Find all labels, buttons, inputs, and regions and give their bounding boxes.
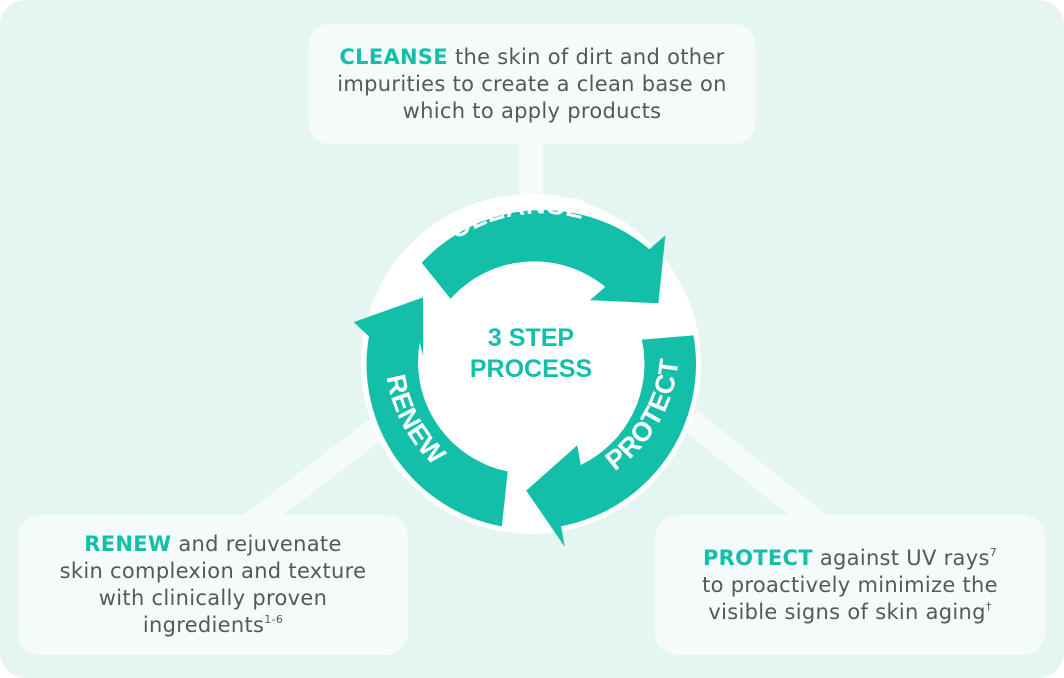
- cycle-ring: [353, 210, 696, 547]
- renew-footnote: 1-6: [264, 613, 284, 626]
- protect-footnote-aging: †: [985, 599, 992, 613]
- renew-description-box: RENEW and rejuvenate skin complexion and…: [18, 515, 408, 655]
- cleanse-keyword: CLEANSE: [339, 44, 448, 69]
- protect-text-line1: against UV rays: [812, 545, 990, 570]
- connector-right: [682, 410, 828, 535]
- renew-text-line3: with clinically proven: [98, 586, 328, 610]
- cleanse-text-line2: impurities to create a clean base on: [337, 71, 727, 96]
- renew-text-line2: skin complexion and texture: [59, 559, 367, 583]
- protect-keyword: PROTECT: [702, 545, 813, 570]
- center-title-line2: PROCESS: [470, 355, 592, 383]
- renew-text-line1: and rejuvenate: [171, 532, 342, 556]
- arrow-renew-shape: [353, 297, 508, 527]
- renew-keyword: RENEW: [84, 532, 172, 556]
- cleanse-description-box: CLEANSE the skin of dirt and other impur…: [308, 24, 756, 144]
- protect-text-line2: to proactively minimize the: [702, 572, 998, 597]
- renew-text-line4: ingredients: [142, 613, 265, 637]
- arrow-cleanse-shape: [421, 210, 666, 304]
- center-title-line1: 3 STEP: [488, 324, 574, 352]
- connector-left: [242, 418, 386, 535]
- cleanse-text-line1: the skin of dirt and other: [447, 44, 725, 69]
- protect-text-line3: visible signs of skin aging: [708, 599, 986, 624]
- cleanse-text-line3: which to apply products: [402, 98, 662, 123]
- protect-footnote-uv: 7: [989, 545, 998, 559]
- arrow-protect-shape: [526, 335, 696, 547]
- protect-description-box: PROTECT against UV rays7 to proactively …: [655, 515, 1045, 655]
